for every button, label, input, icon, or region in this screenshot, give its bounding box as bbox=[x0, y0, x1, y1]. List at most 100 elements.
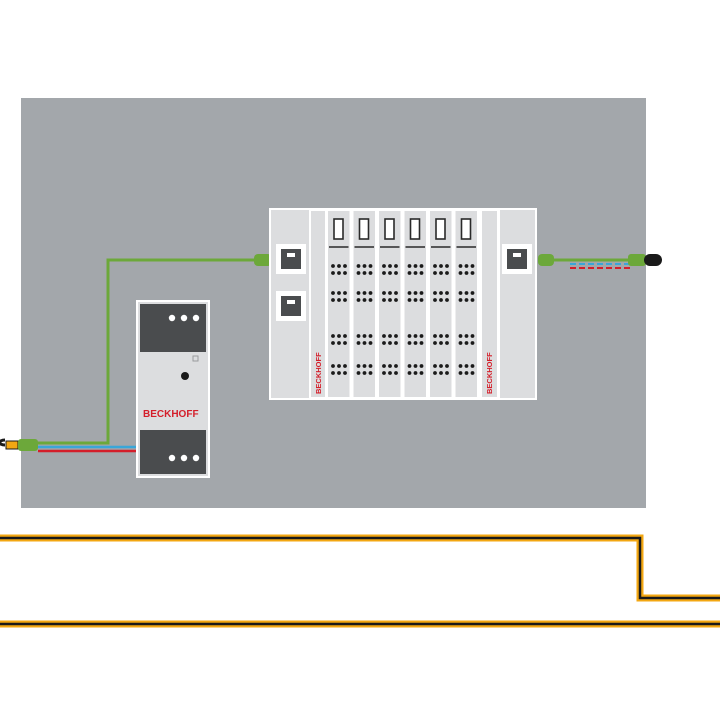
terminal-contact bbox=[433, 264, 437, 268]
ethernet-port-out bbox=[276, 291, 306, 321]
terminal-contact bbox=[331, 298, 335, 302]
terminal-contact bbox=[407, 298, 412, 302]
terminal-contact bbox=[433, 341, 437, 345]
terminal-contact bbox=[382, 264, 386, 268]
io-terminal bbox=[402, 209, 428, 399]
terminal-label-slot bbox=[409, 218, 421, 240]
terminal-contact bbox=[382, 364, 386, 368]
terminal-contact bbox=[445, 298, 449, 302]
end-module-brand: BECKHOFF bbox=[485, 352, 494, 394]
terminal-label-slot bbox=[358, 218, 370, 240]
outgoing-cable bbox=[538, 254, 662, 269]
terminal-contact bbox=[445, 291, 449, 295]
terminal-contact bbox=[388, 334, 392, 338]
terminal-contact bbox=[382, 298, 386, 302]
terminal-contact bbox=[413, 271, 418, 275]
io-terminal bbox=[351, 209, 377, 399]
io-terminal bbox=[428, 209, 454, 399]
terminal-contact bbox=[470, 334, 475, 338]
terminal-contact bbox=[394, 371, 398, 375]
terminal-contact bbox=[368, 298, 373, 302]
terminal-contact bbox=[394, 264, 398, 268]
terminal-contact bbox=[407, 364, 412, 368]
terminal-contact bbox=[388, 371, 392, 375]
terminal-contact bbox=[433, 364, 437, 368]
terminal-contact bbox=[470, 271, 475, 275]
terminal-contact bbox=[362, 264, 367, 268]
terminal-contact bbox=[331, 341, 335, 345]
terminal-contact bbox=[419, 271, 424, 275]
terminal-contact bbox=[394, 364, 398, 368]
terminal-contact bbox=[331, 264, 335, 268]
terminal-contact bbox=[356, 271, 361, 275]
terminal-contact bbox=[445, 341, 449, 345]
terminal-contact bbox=[356, 298, 361, 302]
terminal-contact bbox=[368, 271, 373, 275]
terminal-contact bbox=[413, 371, 418, 375]
terminal-contact bbox=[445, 271, 449, 275]
terminal-contact bbox=[439, 271, 443, 275]
terminal-contact bbox=[464, 298, 469, 302]
terminal-contact bbox=[368, 291, 373, 295]
terminal-contact bbox=[470, 264, 475, 268]
terminal-contact bbox=[458, 364, 463, 368]
terminal-contact bbox=[337, 334, 341, 338]
terminal-contact bbox=[382, 341, 386, 345]
terminal-contact bbox=[394, 298, 398, 302]
terminal-contact bbox=[419, 298, 424, 302]
incoming-cable bbox=[0, 438, 38, 451]
terminal-contact bbox=[337, 298, 341, 302]
terminal-contact bbox=[362, 371, 367, 375]
terminal-contact bbox=[464, 364, 469, 368]
terminal-contact bbox=[439, 264, 443, 268]
terminal-contact bbox=[394, 341, 398, 345]
coupler-input-connector bbox=[254, 254, 272, 266]
terminal-contact bbox=[362, 291, 367, 295]
terminal-contact bbox=[388, 264, 392, 268]
terminal-contact bbox=[337, 371, 341, 375]
terminal-label-slot bbox=[384, 218, 395, 240]
terminal-contact bbox=[445, 371, 449, 375]
terminal-contact bbox=[368, 341, 373, 345]
status-led bbox=[181, 372, 189, 380]
terminal-contact bbox=[413, 298, 418, 302]
supply-wiring bbox=[38, 258, 258, 453]
power-supply-module: BECKHOFF bbox=[136, 300, 210, 478]
terminal-contact bbox=[343, 264, 347, 268]
terminal-contact bbox=[356, 264, 361, 268]
power-supply-brand: BECKHOFF bbox=[143, 409, 199, 420]
terminal-contact bbox=[464, 341, 469, 345]
terminal-contact bbox=[464, 271, 469, 275]
terminal-label-slot bbox=[460, 218, 472, 240]
terminal-contact bbox=[362, 364, 367, 368]
terminal-contact bbox=[343, 334, 347, 338]
terminal-contact bbox=[419, 341, 424, 345]
terminal-contact bbox=[464, 371, 469, 375]
io-station: BECKHOFF BECKHOFF bbox=[269, 208, 537, 400]
terminal-contact bbox=[439, 341, 443, 345]
terminal-contact bbox=[458, 341, 463, 345]
terminal-contact bbox=[388, 298, 392, 302]
terminal-contact bbox=[337, 291, 341, 295]
terminal-contact bbox=[394, 334, 398, 338]
terminal-contact bbox=[433, 291, 437, 295]
coupler-brand: BECKHOFF bbox=[314, 352, 323, 394]
terminal-contact bbox=[331, 334, 335, 338]
terminal-contact bbox=[439, 298, 443, 302]
terminal-contact bbox=[470, 371, 475, 375]
terminal-contact bbox=[419, 264, 424, 268]
terminal-contact bbox=[388, 271, 392, 275]
terminal-contact bbox=[343, 364, 347, 368]
terminal-contact bbox=[464, 264, 469, 268]
terminal-label-slot bbox=[435, 218, 446, 240]
terminal-contact bbox=[331, 271, 335, 275]
terminal-contact bbox=[439, 364, 443, 368]
terminal-contact bbox=[413, 364, 418, 368]
bus-coupler: BECKHOFF bbox=[271, 209, 327, 399]
terminal-contact bbox=[343, 298, 347, 302]
ethernet-port-end bbox=[502, 244, 532, 274]
terminal-contact bbox=[362, 341, 367, 345]
terminal-contact bbox=[388, 291, 392, 295]
terminal-contact bbox=[331, 291, 335, 295]
